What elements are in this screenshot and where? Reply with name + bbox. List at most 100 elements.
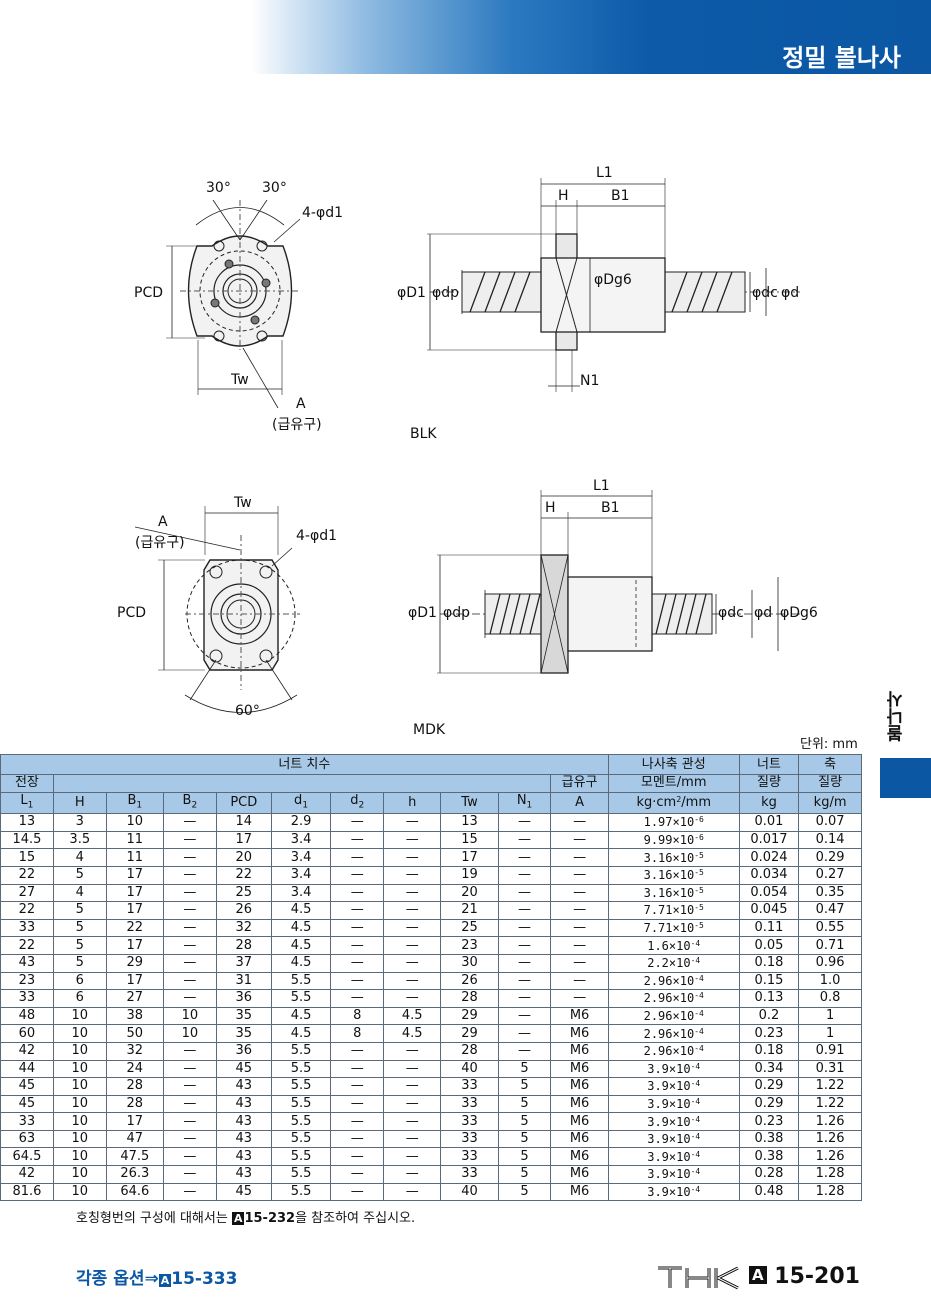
table-cell: — — [497, 848, 552, 867]
table-cell: — — [383, 883, 442, 903]
table-cell: — — [550, 989, 609, 1008]
table-cell: 43 — [215, 1165, 272, 1184]
table-cell: — — [330, 1147, 385, 1167]
table-cell: 3.9×10-4 — [607, 1077, 740, 1096]
table-cell: 10 — [52, 1024, 107, 1043]
blk-d1-label: φD1 — [397, 285, 426, 301]
table-cell: 5 — [497, 1094, 552, 1114]
table-cell: 5.5 — [270, 1182, 332, 1202]
table-cell: — — [330, 865, 385, 885]
table-cell: 17 — [105, 971, 164, 991]
table-cell: — — [330, 813, 385, 832]
table-cell: 1.22 — [798, 1077, 862, 1096]
table-cell: M6 — [550, 1024, 609, 1043]
table-cell: 43 — [215, 1129, 272, 1149]
mdk-dg6-label: φDg6 — [780, 605, 818, 621]
column-symbol-8: Tw — [440, 791, 499, 815]
table-cell: 43 — [215, 1112, 272, 1131]
table-cell: — — [550, 936, 609, 955]
table-cell: — — [330, 1165, 385, 1184]
table-cell: — — [330, 1182, 385, 1202]
table-cell: 60 — [0, 1024, 54, 1043]
section-a-icon: A — [231, 1212, 245, 1225]
mdk-caption: MDK — [413, 722, 446, 738]
table-cell: 4.5 — [270, 1024, 332, 1043]
table-cell: 11 — [105, 830, 164, 850]
table-cell: M6 — [550, 1006, 609, 1026]
page-title: 정밀 볼나사 — [782, 44, 901, 72]
table-cell: 5.5 — [270, 1129, 332, 1149]
blk-grease-label: (급유구) — [272, 417, 322, 433]
table-cell: — — [162, 1182, 217, 1202]
header-banner: 정밀 볼나사 — [0, 0, 931, 74]
table-cell: 0.96 — [798, 953, 862, 973]
table-cell: M6 — [550, 1094, 609, 1114]
table-cell: 5.5 — [270, 1077, 332, 1096]
table-cell: M6 — [550, 1112, 609, 1131]
table-cell: 0.13 — [738, 989, 800, 1008]
column-symbol-7: h — [383, 791, 442, 815]
table-cell: 43 — [215, 1077, 272, 1096]
table-cell: — — [550, 865, 609, 885]
table-cell: 30 — [440, 953, 499, 973]
blk-tw-label: Tw — [231, 372, 249, 388]
footnote-post: 을 참조하여 주십시오. — [295, 1211, 416, 1226]
table-cell: — — [383, 865, 442, 885]
table-cell: 48 — [0, 1006, 54, 1026]
table-cell: 3.9×10-4 — [607, 1182, 740, 1202]
table-cell: 3.16×10-5 — [607, 883, 740, 903]
table-cell: 5 — [497, 1112, 552, 1131]
table-cell: 3.9×10-4 — [607, 1094, 740, 1114]
table-cell: 4 — [52, 848, 107, 867]
table-cell: 36 — [215, 1041, 272, 1061]
spec-table: 너트 치수 나사축 관성 너트 축 전장 급유구 모멘트/mm 질량 질량 L1… — [0, 754, 862, 1202]
table-cell: 3.9×10-4 — [607, 1147, 740, 1167]
table-cell: M6 — [550, 1147, 609, 1167]
table-cell: 0.31 — [798, 1059, 862, 1079]
table-cell: 25 — [215, 883, 272, 903]
table-cell: — — [383, 1112, 442, 1131]
table-cell: 0.35 — [798, 883, 862, 903]
table-cell: 3.5 — [52, 830, 107, 850]
table-cell: — — [383, 813, 442, 832]
column-symbol-2: B1 — [105, 791, 164, 815]
table-cell: 40 — [440, 1182, 499, 1202]
footnote-ref[interactable]: 15-232 — [244, 1211, 296, 1226]
blk-holes-label: 4-φd1 — [302, 205, 343, 221]
table-cell: — — [330, 830, 385, 850]
table-cell: — — [383, 936, 442, 955]
table-cell: 17 — [215, 830, 272, 850]
table-cell: — — [162, 1112, 217, 1131]
table-cell: 0.8 — [798, 989, 862, 1008]
table-cell: 0.47 — [798, 901, 862, 920]
table-cell: 0.14 — [798, 830, 862, 850]
table-cell: 24 — [105, 1059, 164, 1079]
table-cell: 10 — [52, 1094, 107, 1114]
table-cell: 45 — [0, 1077, 54, 1096]
length-header: 전장 — [0, 774, 54, 793]
table-cell: 5 — [52, 918, 107, 938]
table-cell: 20 — [215, 848, 272, 867]
table-cell: 1 — [798, 1006, 862, 1026]
table-cell: 47 — [105, 1129, 164, 1149]
table-cell: 43 — [0, 953, 54, 973]
table-cell: — — [330, 1077, 385, 1096]
table-cell: — — [330, 953, 385, 973]
table-cell: — — [162, 1094, 217, 1114]
table-cell: M6 — [550, 1059, 609, 1079]
table-cell: — — [383, 953, 442, 973]
table-cell: 5.5 — [270, 1059, 332, 1079]
table-cell: 5.5 — [270, 1094, 332, 1114]
table-cell: 4.5 — [383, 1006, 442, 1026]
